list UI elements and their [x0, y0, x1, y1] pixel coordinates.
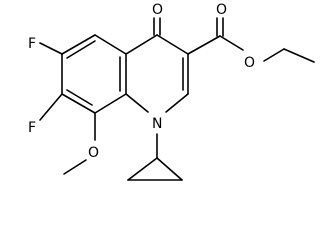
- atom-labels: O O O F F O N: [28, 2, 255, 161]
- atom-n: N: [152, 116, 162, 132]
- atom-o-methoxy: O: [88, 145, 99, 161]
- atom-f-6: F: [28, 36, 36, 52]
- bonds: [39, 17, 315, 181]
- atom-f-7: F: [28, 120, 36, 136]
- atom-o-ester: O: [244, 55, 255, 71]
- atom-o-ketone: O: [152, 2, 163, 18]
- atom-o-carbonyl: O: [216, 2, 227, 18]
- molecule-diagram: O O O F F O N: [28, 2, 315, 181]
